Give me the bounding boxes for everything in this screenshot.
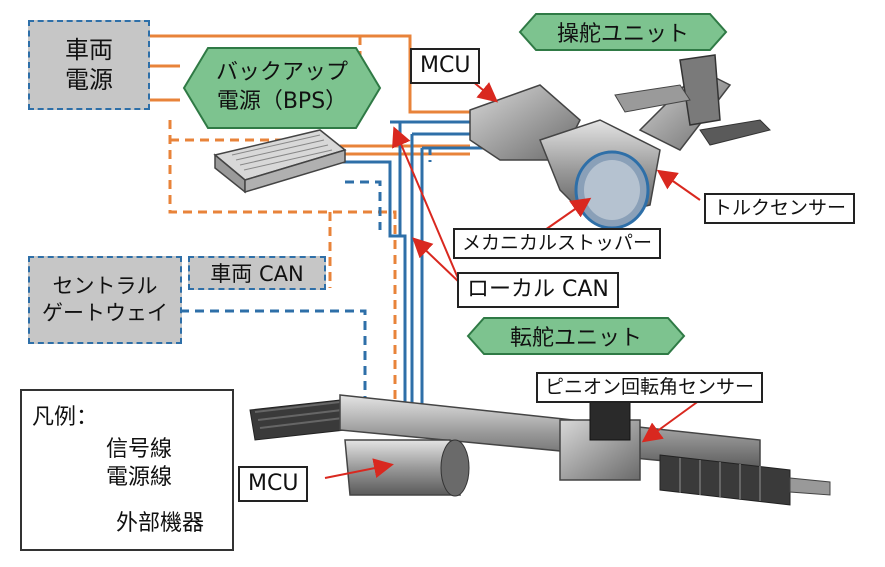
hexagon-shapes bbox=[182, 13, 728, 355]
legend: 凡例： 信号線 電源線 外部機器 bbox=[20, 389, 234, 551]
mcu-top-label: MCU bbox=[410, 48, 481, 84]
mcu-bottom-label: MCU bbox=[238, 466, 309, 502]
backup-power-label: バックアップ 電源（BPS） bbox=[215, 60, 348, 114]
torque-sensor-label: トルクセンサー bbox=[704, 193, 856, 224]
local-can-label: ローカル CAN bbox=[457, 272, 619, 308]
vehicle-power-box: 車両 電源 bbox=[28, 20, 150, 110]
legend-external-label: 外部機器 bbox=[116, 511, 205, 536]
bps-image bbox=[213, 129, 347, 194]
central-gateway-box: セントラル ゲートウェイ bbox=[28, 256, 182, 344]
legend-title: 凡例： bbox=[32, 405, 99, 430]
steering-unit-image bbox=[469, 54, 771, 230]
pinion-sensor-label: ピニオン回転角センサー bbox=[536, 372, 764, 403]
steering-unit-label: 操舵ユニット bbox=[556, 22, 689, 47]
legend-signal-label: 信号線 bbox=[106, 437, 173, 462]
rack-unit-image bbox=[249, 394, 831, 506]
vehicle-can-label: 車両 CAN bbox=[188, 256, 326, 290]
legend-power-label: 電源線 bbox=[106, 465, 173, 490]
rack-unit-label: 転舵ユニット bbox=[509, 326, 642, 351]
mechanical-stopper-label: メカニカルストッパー bbox=[453, 228, 662, 259]
